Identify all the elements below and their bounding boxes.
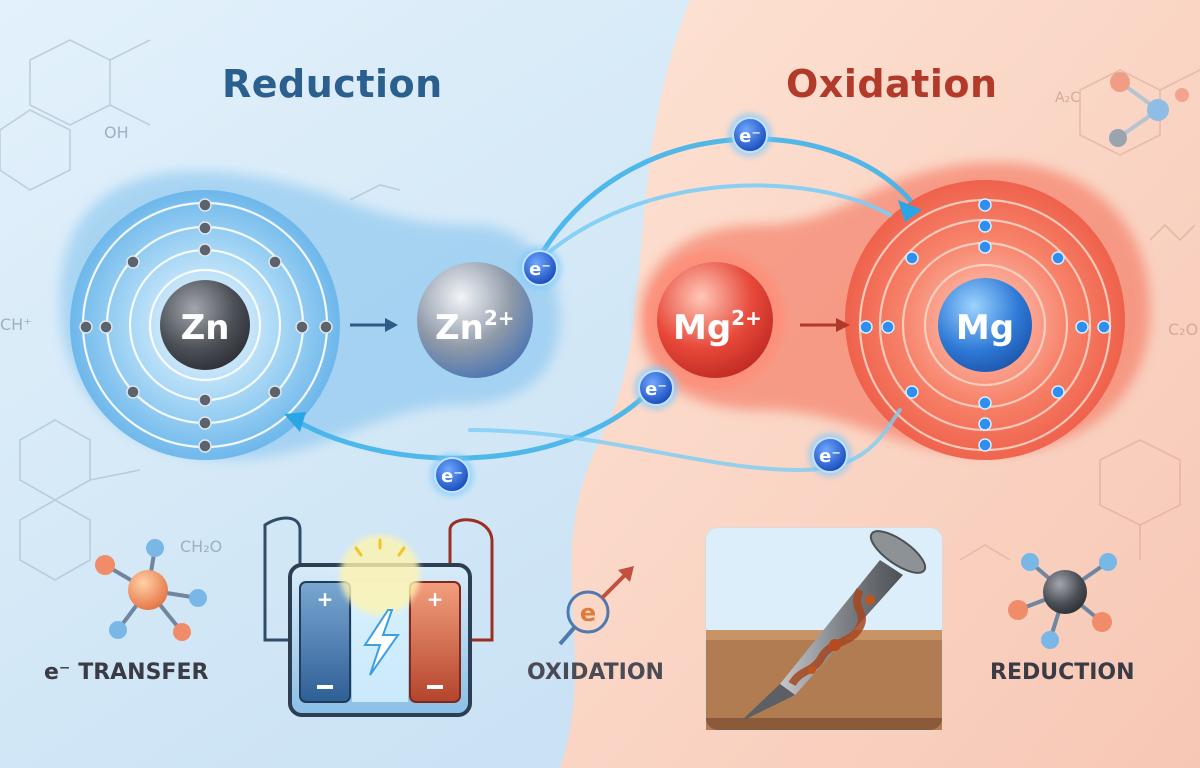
svg-text:+: + — [317, 587, 334, 611]
mg-label: Mg — [956, 308, 1014, 348]
decor-molecule-topright — [1109, 72, 1189, 147]
zn-shell-electrons — [79, 198, 333, 453]
electron-2: e⁻ — [518, 246, 562, 290]
formula-c2o: C₂O — [1168, 320, 1198, 339]
mg-ion-symbol: Mg — [673, 308, 731, 348]
formula-ch2o: CH₂O — [180, 537, 222, 556]
molecule-icon-right — [1008, 553, 1117, 649]
nail-illustration — [740, 530, 927, 722]
arc-upper-outer — [532, 136, 913, 268]
arc-lower-right — [468, 408, 902, 473]
mg-ion-charge: 2+ — [731, 306, 762, 330]
battery-illustration: + + — [263, 516, 494, 717]
mg-ion-label: Mg2+ — [673, 306, 762, 348]
electron-3: e⁻ — [634, 366, 678, 410]
mg-ion-sphere — [657, 262, 773, 378]
rusty-nail-card — [705, 527, 943, 731]
electron-4-label: e⁻ — [441, 466, 463, 487]
formula-a2c: A₂C — [1055, 90, 1080, 106]
electron-arcs — [292, 136, 913, 473]
zn-ion-symbol: Zn — [435, 308, 484, 348]
electron-2-label: e⁻ — [529, 259, 551, 280]
oxidation-e-letter: e — [580, 599, 596, 627]
formula-ch: CH⁺ — [0, 315, 32, 334]
zn-nucleus — [160, 280, 250, 370]
zn-ion-sphere — [417, 262, 533, 378]
electron-5-label: e⁻ — [819, 446, 841, 467]
ion-to-mg-arrowhead — [836, 318, 850, 332]
electron-3-label: e⁻ — [645, 379, 667, 400]
oxidation-e-icon: e — [558, 566, 634, 646]
electron-5: e⁻ — [808, 433, 852, 477]
zn-to-ion-arrowhead — [385, 318, 398, 332]
caption-oxidation: OXIDATION — [527, 660, 664, 685]
caption-electron-transfer: e⁻ TRANSFER — [44, 660, 209, 685]
electron-1: e⁻ — [728, 113, 772, 157]
zn-ion-label: Zn2+ — [435, 306, 515, 348]
svg-text:+: + — [427, 587, 444, 611]
oxidation-heading: Oxidation — [786, 62, 998, 106]
arc-upper-arrowhead — [898, 200, 922, 222]
zn-ion-charge: 2+ — [484, 306, 515, 330]
left-decor-molecules — [0, 39, 401, 581]
arc-lower-arrowhead — [284, 412, 306, 432]
right-decor-molecules — [959, 69, 1200, 561]
formula-oh: OH — [104, 123, 129, 142]
caption-reduction: REDUCTION — [990, 660, 1135, 685]
zn-label: Zn — [181, 308, 230, 348]
mg-nucleus — [938, 278, 1032, 372]
electron-4: e⁻ — [430, 453, 474, 497]
mg-shell-electrons — [859, 198, 1111, 452]
arc-lower-left — [292, 382, 658, 461]
electron-1-label: e⁻ — [739, 126, 761, 147]
arc-upper-inner — [538, 183, 892, 262]
reduction-heading: Reduction — [222, 62, 443, 106]
molecule-icon-left — [95, 539, 207, 641]
